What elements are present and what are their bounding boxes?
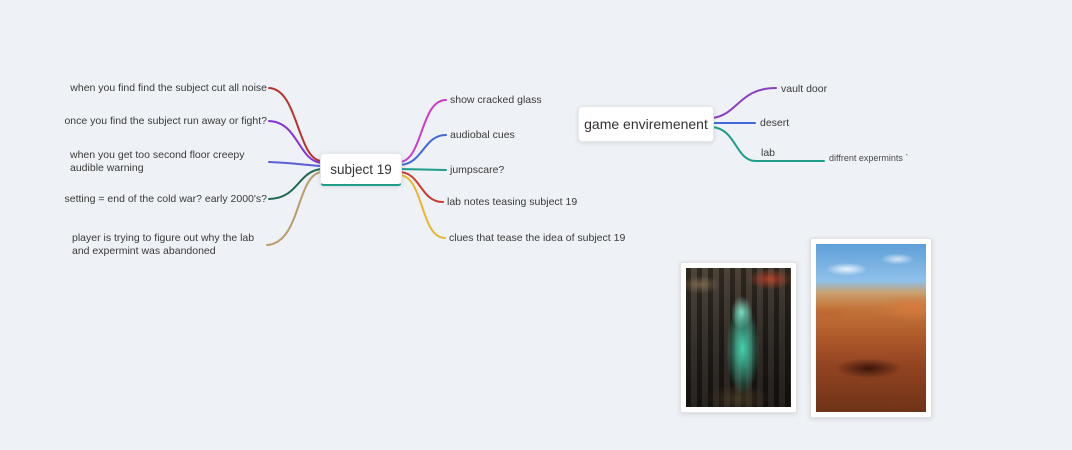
connector-line (268, 161, 322, 167)
node-vault-door[interactable]: vault door (781, 83, 828, 95)
topic-game-environment-label: game enviremenent (584, 116, 708, 132)
node-desert[interactable]: desert (760, 117, 790, 129)
node-lab-notes[interactable]: lab notes teasing subject 19 (447, 196, 578, 208)
node-different-experiments[interactable]: diffrent expermints ` (829, 153, 909, 163)
connector-line (398, 168, 447, 171)
connector-line (268, 168, 322, 200)
connector-line (711, 87, 777, 119)
connector-line (266, 171, 322, 246)
lab-machine-photo[interactable] (680, 262, 797, 413)
connector-line (398, 134, 447, 166)
node-audiobal-cues[interactable]: audiobal cues (450, 129, 515, 141)
topic-subject-19-label: subject 19 (330, 161, 392, 177)
lab-machine-photo-image (686, 268, 791, 407)
node-jumpscare[interactable]: jumpscare? (450, 164, 505, 176)
connector-line (398, 171, 444, 203)
node-show-cracked-glass[interactable]: show cracked glass (450, 94, 542, 106)
desert-canyon-photo-image (816, 244, 926, 412)
connector-line (398, 174, 446, 239)
connector-line (711, 126, 825, 162)
connector-line (268, 87, 322, 162)
topic-game-environment[interactable]: game enviremenent (578, 106, 714, 142)
connector-line (398, 99, 447, 163)
node-cold-war-setting[interactable]: setting = end of the cold war? early 200… (64, 193, 267, 205)
node-second-floor-warning[interactable]: when you get too second floor creepy aud… (70, 149, 245, 174)
desert-canyon-photo[interactable] (810, 238, 932, 418)
node-clues-tease[interactable]: clues that tease the idea of subject 19 (449, 232, 626, 244)
node-lab[interactable]: lab (761, 147, 776, 159)
topic-subject-19[interactable]: subject 19 (320, 153, 402, 186)
node-cut-all-noise[interactable]: when you find find the subject cut all n… (70, 82, 267, 94)
node-lab-abandoned[interactable]: player is trying to figure out why the l… (72, 232, 255, 257)
node-run-away-or-fight[interactable]: once you find the subject run away or fi… (64, 115, 267, 127)
connector-line (268, 120, 322, 164)
